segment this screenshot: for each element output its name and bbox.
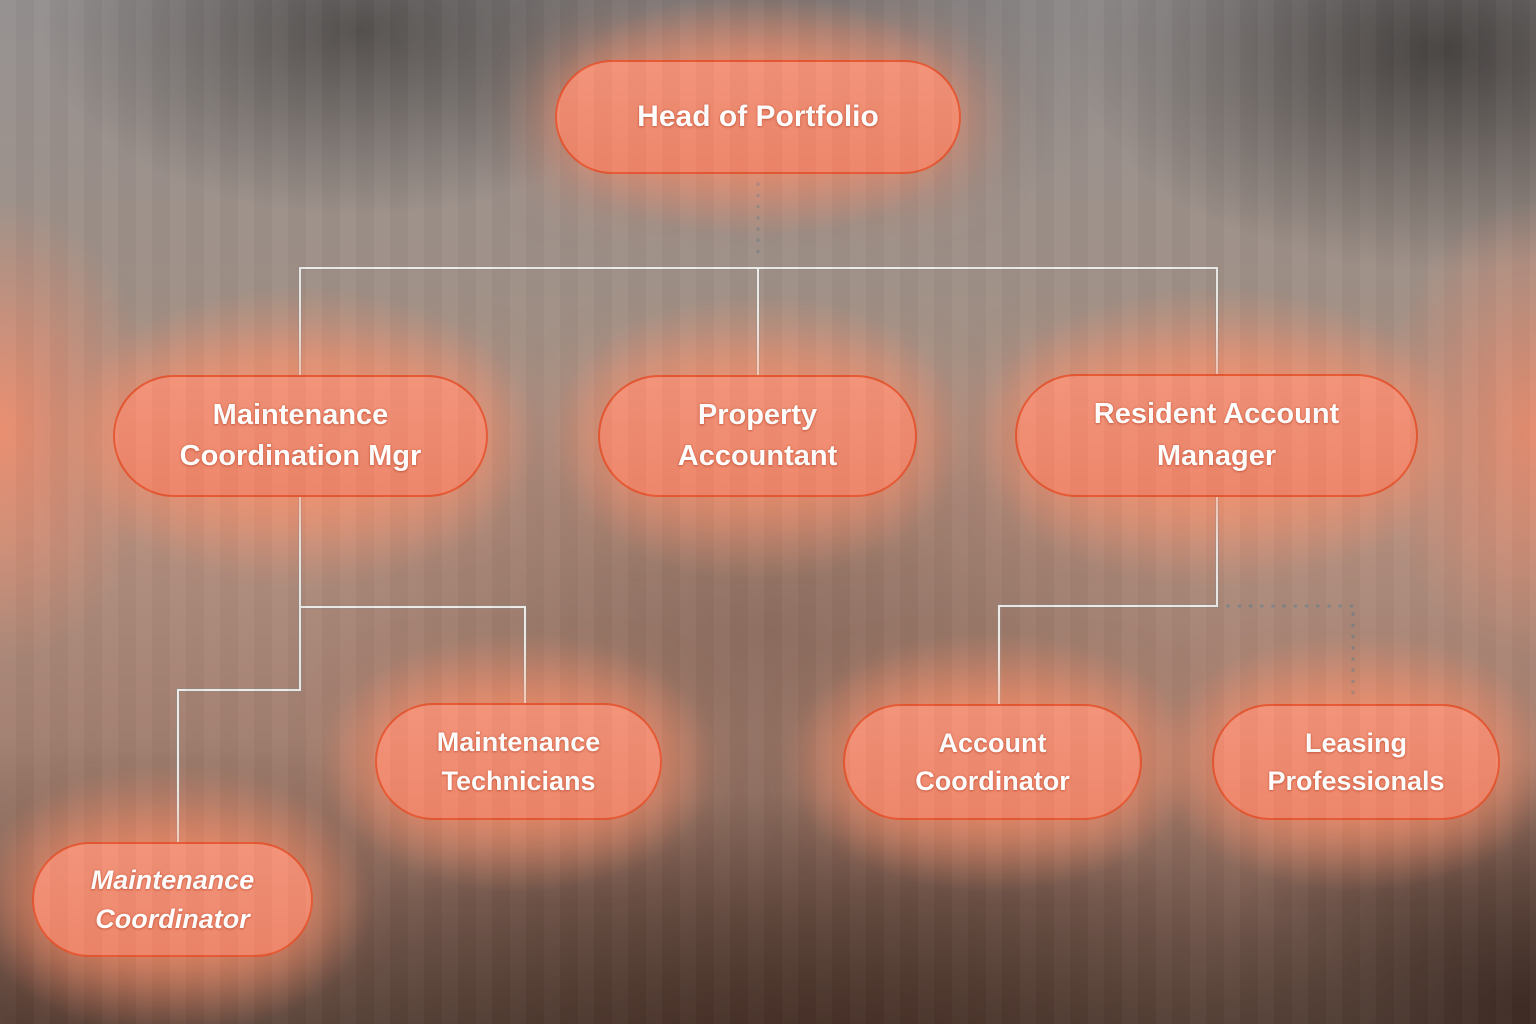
connector-dotted — [756, 182, 1355, 698]
node-maintenance-coordination-mgr: Maintenance Coordination Mgr — [113, 375, 488, 497]
node-maintenance-technicians: Maintenance Technicians — [375, 703, 662, 820]
node-label: Property Accountant — [677, 398, 838, 472]
node-resident-account-manager: Resident Account Manager — [1015, 374, 1418, 497]
node-property-accountant: Property Accountant — [598, 375, 917, 497]
node-label: Head of Portfolio — [637, 99, 879, 133]
node-head-of-portfolio: Head of Portfolio — [555, 60, 961, 174]
node-label: Maintenance Coordination Mgr — [179, 398, 422, 472]
node-account-coordinator: Account Coordinator — [843, 704, 1142, 820]
node-label: Maintenance Coordinator — [90, 865, 255, 934]
node-label: Account Coordinator — [915, 727, 1070, 796]
node-label: Resident Account Manager — [1093, 398, 1340, 472]
node-maintenance-coordinator: Maintenance Coordinator — [32, 842, 313, 957]
node-label: Leasing Professionals — [1267, 727, 1445, 796]
connector-solid — [177, 267, 1218, 846]
node-label: Maintenance Technicians — [436, 727, 601, 796]
node-leasing-professionals: Leasing Professionals — [1212, 704, 1500, 820]
